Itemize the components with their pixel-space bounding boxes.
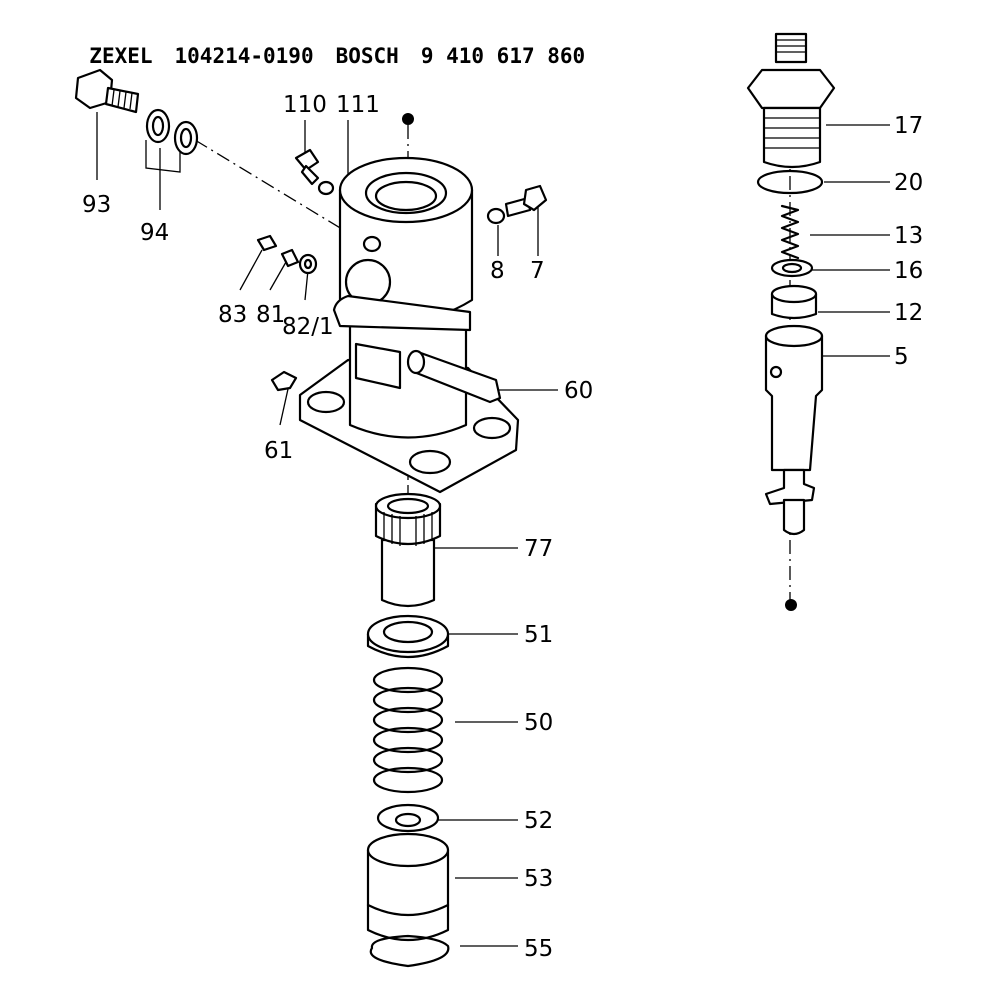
spring-seat-51	[366, 614, 450, 659]
label-8: 8	[490, 258, 505, 284]
label-111: 111	[336, 92, 380, 118]
label-60: 60	[564, 378, 593, 404]
plunger-barrel-5	[764, 324, 824, 536]
banjo-bolt-93	[74, 68, 140, 114]
label-20: 20	[894, 170, 923, 196]
plunger-spring-50	[372, 666, 444, 794]
label-52: 52	[524, 808, 553, 834]
label-16: 16	[894, 258, 923, 284]
screw-61	[270, 370, 298, 392]
label-12: 12	[894, 300, 923, 326]
brand-zexel: ZEXEL	[89, 44, 153, 68]
label-82-1: 82/1	[282, 314, 334, 340]
delivery-valve-12	[770, 284, 818, 320]
o-ring-20	[756, 169, 824, 195]
zexel-part-number: 104214-0190	[174, 44, 314, 68]
washers-94	[145, 108, 199, 173]
tappet-53	[366, 832, 450, 942]
screw-110-washer-111	[294, 148, 335, 196]
leader-lines	[96, 112, 890, 947]
control-sleeve-77	[374, 492, 442, 608]
label-53: 53	[524, 866, 553, 892]
circlip-55	[369, 934, 450, 968]
spring-13	[780, 204, 800, 260]
label-50: 50	[524, 710, 553, 736]
brand-bosch: BOSCH	[335, 44, 399, 68]
small-parts-83-81-82	[256, 234, 318, 275]
washer-16	[770, 258, 814, 278]
label-51: 51	[524, 622, 553, 648]
assembly-point-dot-right	[785, 599, 797, 611]
label-17: 17	[894, 113, 923, 139]
lower-spring-seat-52	[376, 803, 440, 833]
bosch-part-number: 9 410 617 860	[420, 44, 586, 68]
delivery-valve-holder-17	[746, 32, 836, 169]
label-61: 61	[264, 438, 293, 464]
label-5: 5	[894, 344, 909, 370]
label-55: 55	[524, 936, 553, 962]
label-93: 93	[82, 192, 111, 218]
assembly-point-dot-top	[402, 113, 414, 125]
label-81: 81	[256, 302, 285, 328]
label-94: 94	[140, 220, 169, 246]
part-labels: 93 94 110 111 8 7 83 81 82/1 60 61 77 51…	[82, 92, 923, 962]
bolt-7-washer-8	[486, 184, 548, 225]
label-7: 7	[530, 258, 545, 284]
diagram-header: ZEXEL 104214-0190 BOSCH 9 410 617 860	[64, 20, 585, 68]
label-77: 77	[524, 536, 553, 562]
pump-housing	[298, 156, 520, 494]
label-83: 83	[218, 302, 247, 328]
label-110: 110	[283, 92, 327, 118]
label-13: 13	[894, 223, 923, 249]
